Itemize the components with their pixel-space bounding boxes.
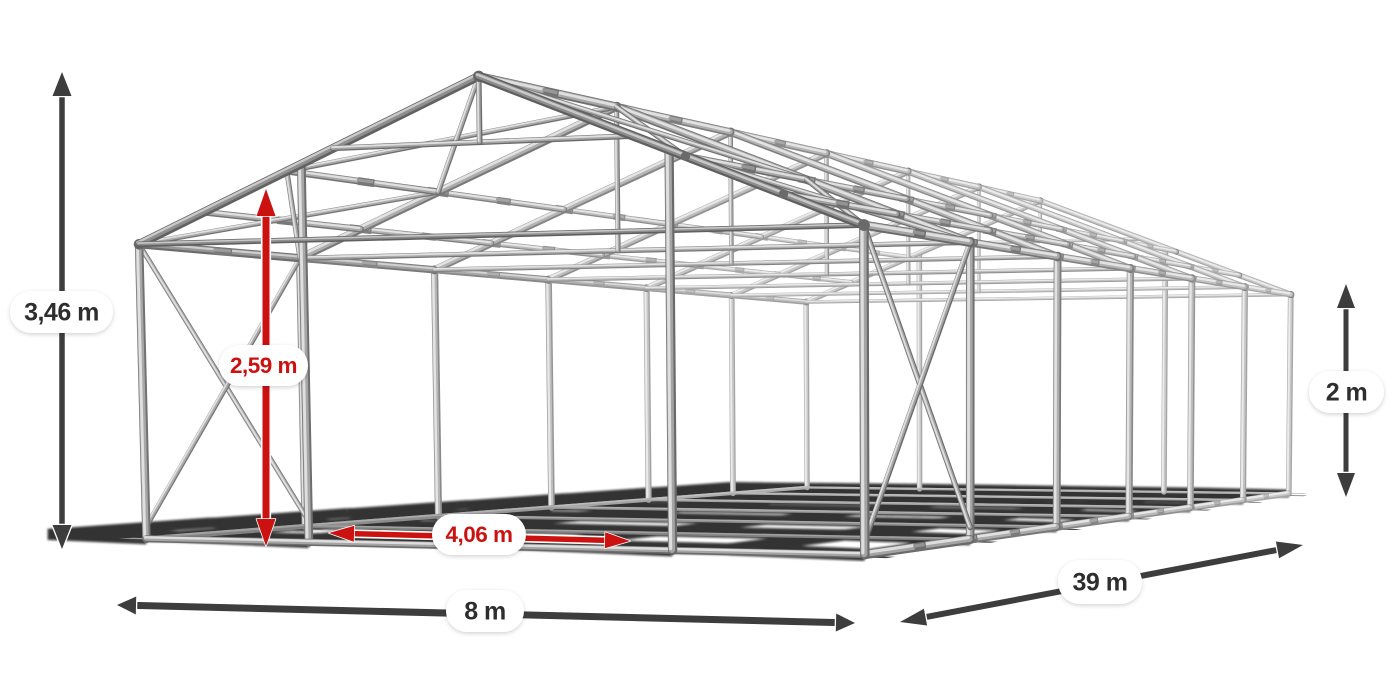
svg-text:4,06 m: 4,06 m bbox=[445, 522, 512, 547]
svg-text:8 m: 8 m bbox=[464, 598, 506, 626]
svg-text:2 m: 2 m bbox=[1326, 379, 1368, 407]
svg-text:2,59 m: 2,59 m bbox=[230, 353, 297, 378]
svg-text:3,46 m: 3,46 m bbox=[24, 299, 99, 327]
svg-text:39 m: 39 m bbox=[1073, 569, 1128, 597]
